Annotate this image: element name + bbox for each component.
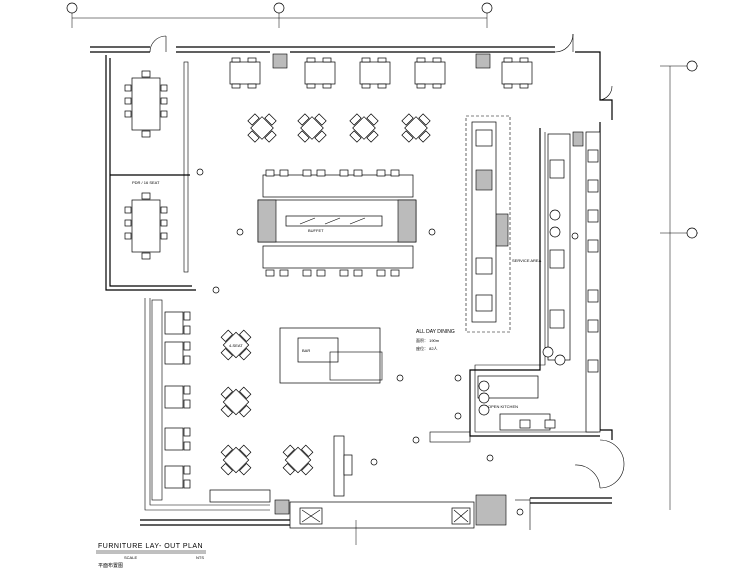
- dining-info: ALL DAY DINING 面积： 190m 座位： 82人: [416, 329, 455, 351]
- booth-seat: [164, 465, 184, 489]
- table-group-3: [359, 57, 391, 89]
- grid-bubble-top-2: [273, 2, 285, 14]
- seats-line: 座位： 82人: [416, 345, 438, 351]
- booth-chairs-top: [265, 169, 400, 177]
- pdr-table-1: [131, 77, 161, 131]
- diamond-table-6: [220, 386, 252, 418]
- top-dimension-line: [66, 2, 493, 28]
- top-table-row: [229, 57, 533, 89]
- diamond-table-5: [220, 329, 252, 361]
- buffet-label: BUFFET: [308, 228, 324, 233]
- title-block: FURNITURE LAY- OUT PLAN SCALE NTS 平面布置图: [96, 543, 206, 569]
- diamond-table-1: [247, 113, 277, 143]
- plan-subtitle: 平面布置图: [98, 562, 123, 569]
- left-booth-seats: [151, 299, 191, 501]
- area-line: 面积： 190m: [416, 337, 440, 343]
- open-kitchen: OPEN KITCHEN: [429, 128, 601, 443]
- diamond-table-4: [401, 113, 431, 143]
- central-buffet-block: BUFFET: [257, 169, 417, 277]
- service-label: SERVICE AREA: [512, 258, 542, 263]
- booth-seat: [164, 311, 184, 335]
- kitchen-label: OPEN KITCHEN: [488, 404, 518, 409]
- right-dimension-line: [660, 60, 698, 510]
- diamond-table-8: [282, 444, 314, 476]
- pdr-table-2: [131, 199, 161, 253]
- booth-seat: [164, 427, 184, 451]
- grid-bubble-top-1: [66, 2, 78, 14]
- bar-counter: BAR: [279, 327, 383, 384]
- pdr-label: PDR / 16 SEAT: [132, 180, 160, 185]
- table-group-4: [414, 57, 446, 89]
- scale-label: SCALE: [124, 555, 137, 560]
- all-day-dining-label: ALL DAY DINING: [416, 329, 455, 335]
- pdr-chairs-1: [124, 70, 168, 138]
- pdr-chairs-2: [124, 192, 168, 260]
- table-group-1: [229, 57, 261, 89]
- column-1: [272, 53, 288, 69]
- grid-bubble-right-2: [686, 227, 698, 239]
- column-4: [475, 494, 507, 526]
- column-3: [274, 499, 290, 515]
- diamond-table-2: [297, 113, 327, 143]
- markers: [196, 168, 579, 516]
- diamond-tables-row: [247, 113, 431, 143]
- scale-value: NTS: [196, 555, 204, 560]
- booth-chairs-bottom: [265, 269, 400, 277]
- kitchen-cabinets: [587, 149, 599, 373]
- diamond-table-7: [220, 444, 252, 476]
- walls: [90, 33, 625, 530]
- booth-seat: [164, 385, 184, 409]
- grid-bubble-right-1: [686, 60, 698, 72]
- bar-label: BAR: [302, 348, 310, 353]
- plan-title: FURNITURE LAY- OUT PLAN: [98, 543, 203, 550]
- booth-chairs-left: [183, 311, 191, 489]
- lower-diamond-tables: 4-SEAT: [220, 329, 314, 476]
- column-2: [475, 53, 491, 69]
- grid-bubble-top-3: [481, 2, 493, 14]
- booth-seat: [164, 341, 184, 365]
- table-group-2: [304, 57, 336, 89]
- table-group-5: [501, 57, 533, 89]
- table-label: 4-SEAT: [229, 343, 243, 348]
- diamond-table-3: [349, 113, 379, 143]
- private-dining-rooms: PDR / 16 SEAT: [110, 61, 190, 273]
- service-station: SERVICE AREA: [465, 115, 542, 333]
- bottom-entry: [209, 435, 475, 545]
